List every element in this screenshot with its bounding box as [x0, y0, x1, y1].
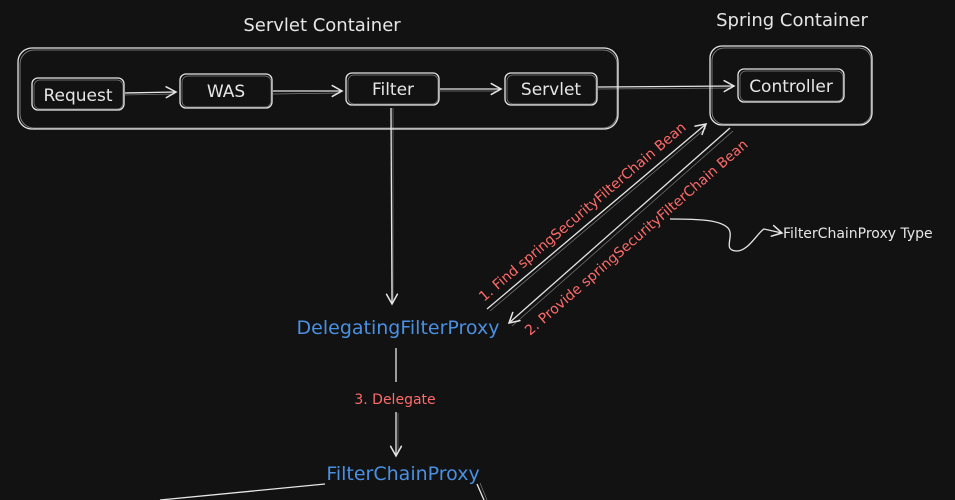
was-node: WAS: [179, 73, 273, 109]
filter-chain-proxy-type-note: FilterChainProxy Type: [783, 226, 933, 242]
controller-label: Controller: [749, 77, 833, 97]
filter-chain-proxy-label: FilterChainProxy: [326, 463, 479, 485]
arrow-delegate: [389, 348, 403, 458]
arrow-was-to-filter: [272, 84, 344, 98]
request-node: Request: [31, 77, 125, 111]
was-label: WAS: [207, 82, 245, 102]
servlet-node: Servlet: [504, 72, 598, 106]
arrow-find-bean: [486, 122, 708, 312]
filter-label: Filter: [372, 80, 414, 100]
arrow-filter-to-delegating-proxy: [385, 107, 399, 306]
controller-node: Controller: [737, 68, 845, 103]
arrow-request-to-was: [124, 86, 178, 99]
request-label: Request: [43, 86, 112, 106]
servlet-label: Servlet: [521, 80, 581, 100]
delegating-filter-proxy-label: DelegatingFilterProxy: [297, 317, 500, 339]
filter-node: Filter: [345, 72, 440, 106]
servlet-container-title: Servlet Container: [243, 15, 401, 36]
spring-container-title: Spring Container: [716, 10, 868, 31]
continuing-lines: [159, 482, 488, 500]
squiggle-pointer: [669, 218, 784, 252]
delegate-label: 3. Delegate: [354, 392, 435, 408]
arrow-filter-to-servlet: [440, 82, 503, 96]
arrow-servlet-to-controller: [597, 79, 736, 93]
arrow-provide-bean: [507, 127, 734, 327]
